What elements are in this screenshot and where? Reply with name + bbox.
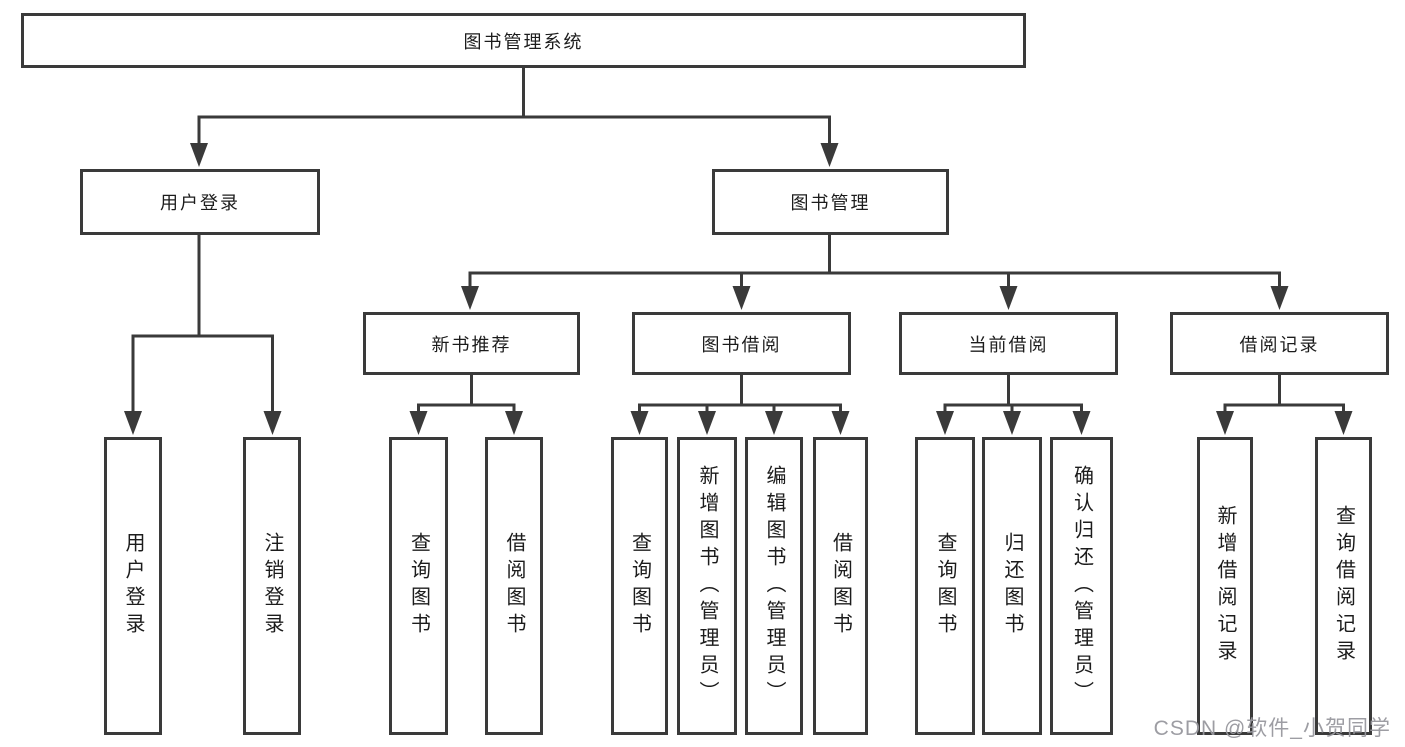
leaf-newbook-borrow-books: 借阅图书	[485, 437, 543, 735]
leaf-newbook-borrow-books-label: 借阅图书	[503, 532, 525, 640]
node-user-login-label: 用户登录	[160, 193, 240, 213]
leaf-borrow-add-books-admin-label: 新增图书（管理员）	[696, 464, 718, 708]
node-root: 图书管理系统	[21, 13, 1026, 68]
leaf-newbook-query-books-label: 查询图书	[407, 532, 430, 640]
node-book-borrow-label: 图书借阅	[701, 334, 782, 355]
leaf-user-login-label: 用户登录	[122, 532, 144, 640]
leaf-record-add-borrow-record-label: 新增借阅记录	[1214, 505, 1236, 667]
leaf-borrow-add-books-admin: 新增图书（管理员）	[677, 437, 737, 735]
node-book-management: 图书管理	[712, 169, 949, 235]
leaf-user-login: 用户登录	[104, 437, 162, 735]
node-book-borrow: 图书借阅	[632, 312, 851, 375]
csdn-watermark: CSDN @软件_小贺同学	[1153, 717, 1391, 740]
node-book-management-label: 图书管理	[790, 193, 871, 213]
leaf-current-confirm-return-admin: 确认归还（管理员）	[1050, 437, 1113, 735]
leaf-borrow-edit-books-admin-label: 编辑图书（管理员）	[763, 464, 785, 708]
node-root-label: 图书管理系统	[463, 31, 584, 52]
leaf-borrow-borrow-books: 借阅图书	[813, 437, 868, 735]
leaf-record-add-borrow-record: 新增借阅记录	[1197, 437, 1253, 735]
node-borrow-record: 借阅记录	[1170, 312, 1389, 375]
leaf-logout: 注销登录	[243, 437, 301, 735]
leaf-current-return-books-label: 归还图书	[1001, 532, 1023, 640]
node-user-login: 用户登录	[80, 169, 320, 235]
leaf-current-confirm-return-admin-label: 确认归还（管理员）	[1070, 464, 1093, 708]
leaf-current-return-books: 归还图书	[982, 437, 1042, 735]
node-new-book-recommend: 新书推荐	[363, 312, 580, 375]
node-borrow-record-label: 借阅记录	[1239, 334, 1320, 355]
leaf-record-query-borrow-record: 查询借阅记录	[1315, 437, 1372, 735]
leaf-newbook-query-books: 查询图书	[389, 437, 448, 735]
leaf-borrow-edit-books-admin: 编辑图书（管理员）	[745, 437, 803, 735]
node-current-borrow: 当前借阅	[899, 312, 1118, 375]
leaf-record-query-borrow-record-label: 查询借阅记录	[1332, 505, 1355, 667]
leaf-logout-label: 注销登录	[261, 532, 283, 640]
node-new-book-recommend-label: 新书推荐	[431, 334, 512, 355]
leaf-current-query-books: 查询图书	[915, 437, 975, 735]
leaf-borrow-query-books: 查询图书	[611, 437, 668, 735]
leaf-borrow-borrow-books-label: 借阅图书	[829, 532, 852, 640]
node-current-borrow-label: 当前借阅	[968, 334, 1049, 355]
leaf-borrow-query-books-label: 查询图书	[628, 532, 651, 640]
leaf-current-query-books-label: 查询图书	[934, 532, 956, 640]
